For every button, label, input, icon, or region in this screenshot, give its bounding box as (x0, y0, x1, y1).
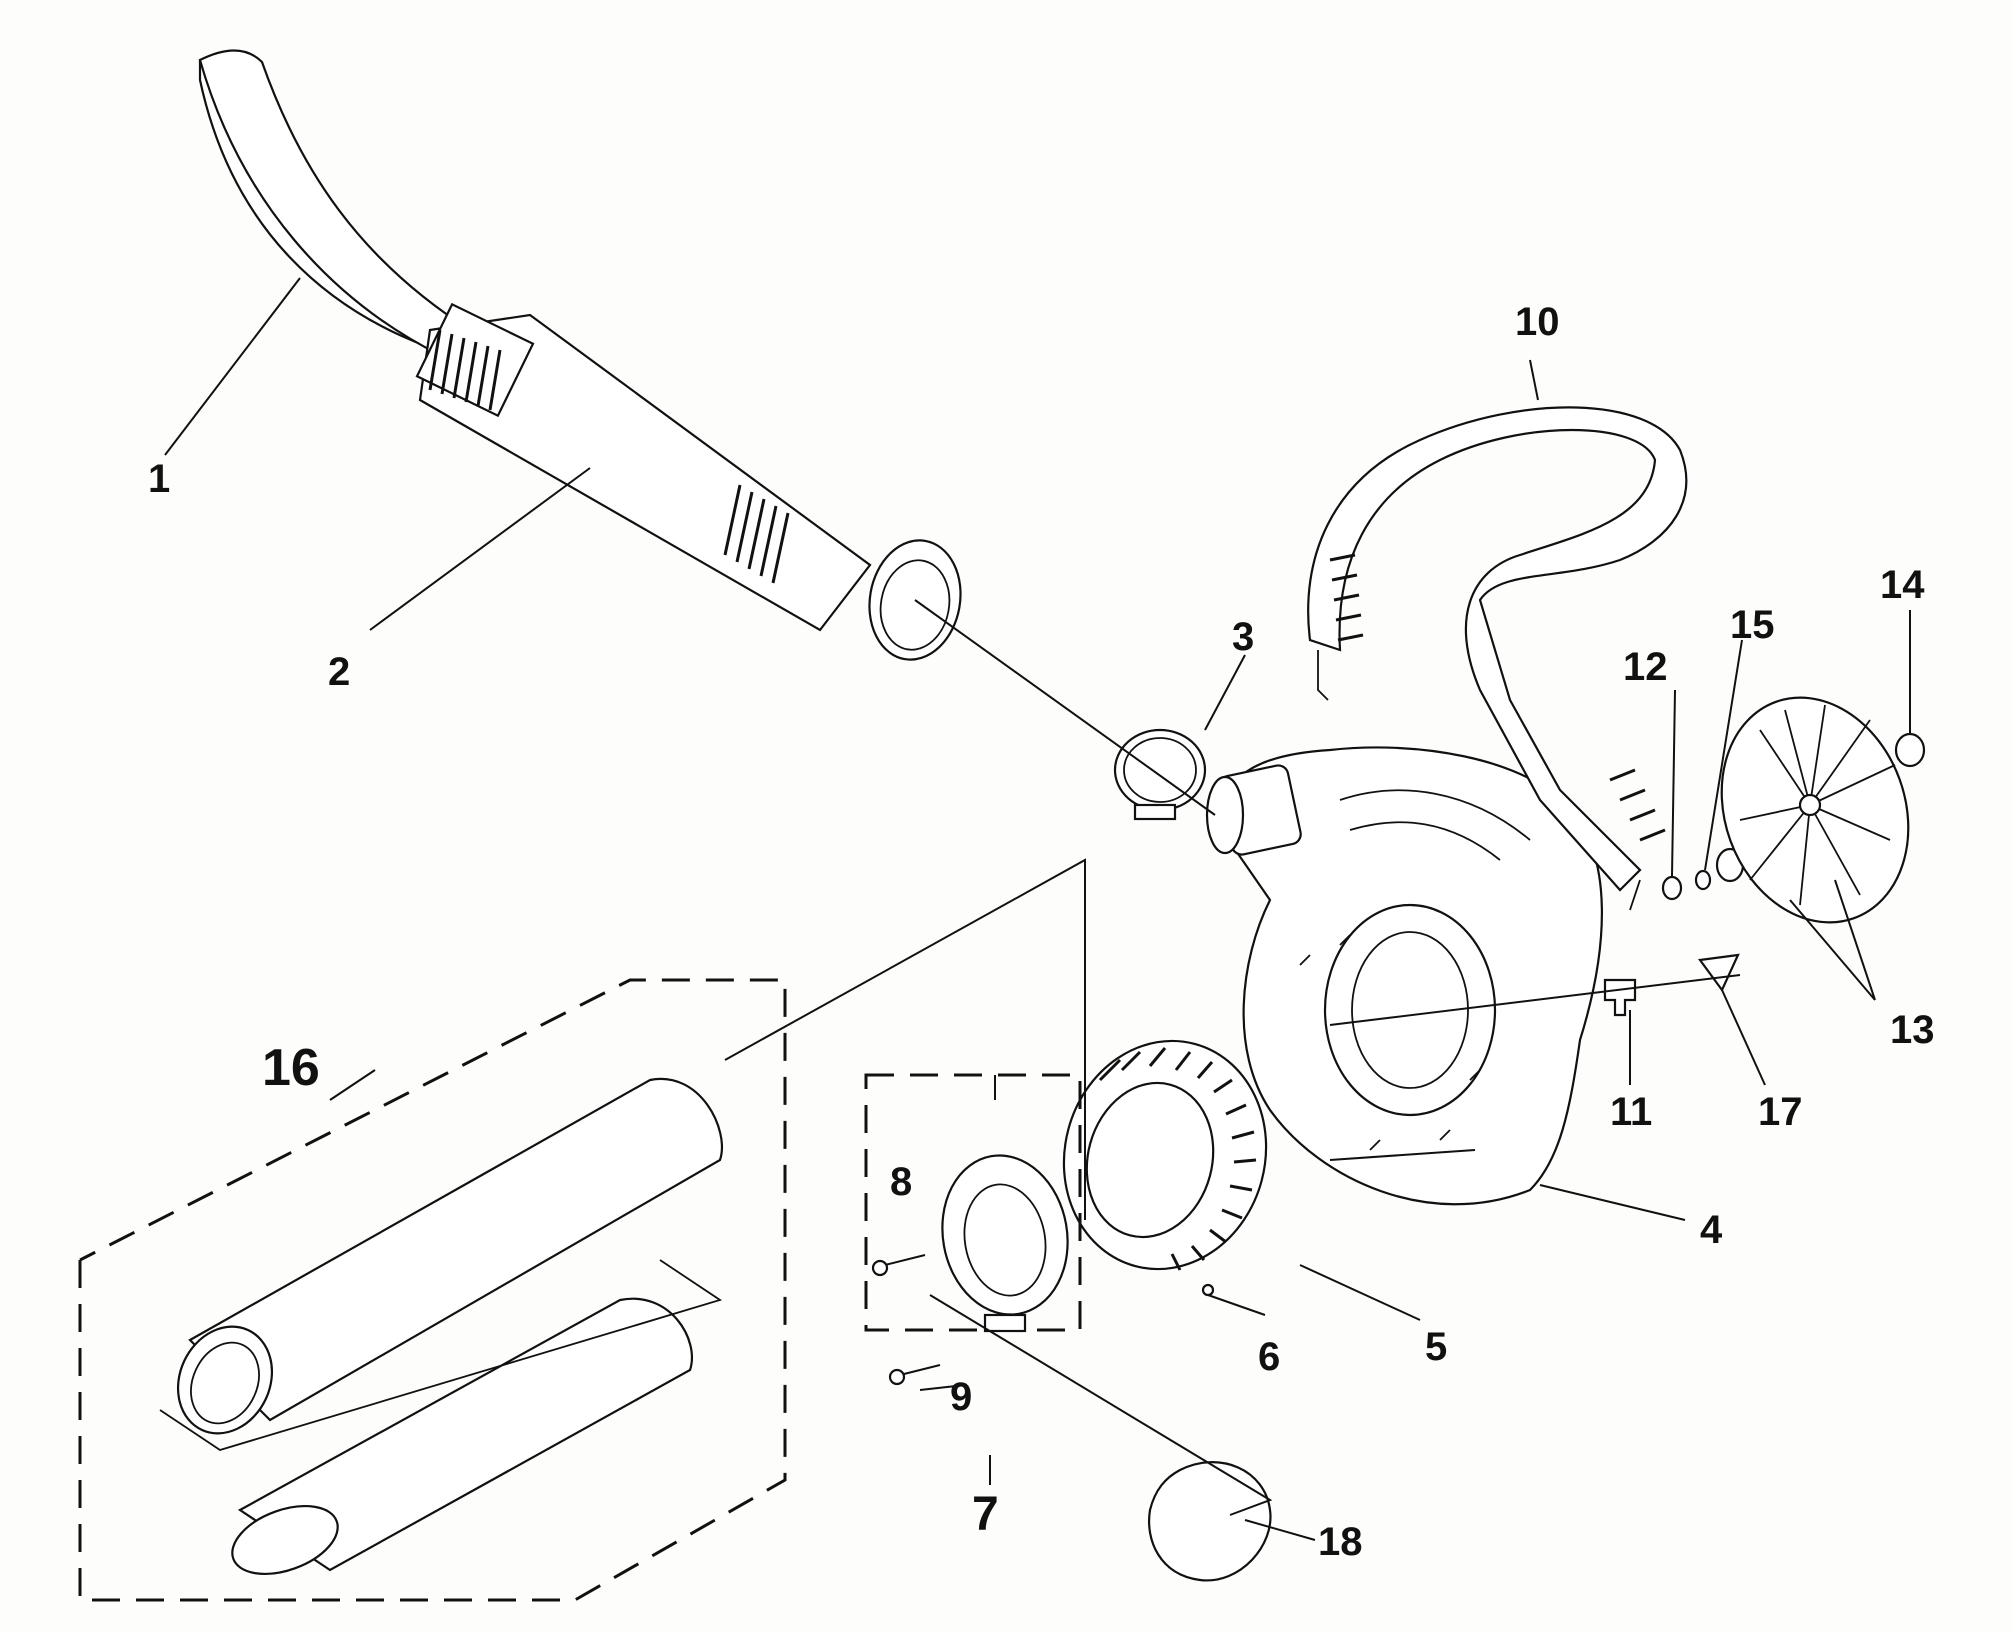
callout-14: 14 (1880, 563, 1925, 607)
part-7-kit-outline (864, 1073, 1082, 1332)
part-7-retainer-ring (941, 1154, 1069, 1333)
part-6-screw (1201, 1283, 1215, 1297)
callout-5: 5 (1425, 1325, 1447, 1369)
callout-16: 16 (262, 1039, 320, 1097)
callout-1: 1 (148, 457, 170, 501)
part-16-sheet-a (159, 1259, 723, 1451)
callout-2: 2 (328, 650, 350, 694)
part-16-tube-b (231, 1297, 693, 1575)
part-15-washer (1694, 869, 1712, 891)
leader-lines (164, 277, 1911, 1541)
part-16-tube-a (176, 1077, 723, 1435)
callout-13: 13 (1890, 1008, 1935, 1052)
part-1-upper-tube (198, 49, 474, 363)
part-2-lower-tube (415, 302, 962, 661)
callout-4: 4 (1700, 1208, 1723, 1252)
part-9-screw (888, 1364, 941, 1386)
part-16-kit-outline (78, 978, 787, 1602)
callout-10: 10 (1515, 300, 1560, 344)
callout-9: 9 (950, 1375, 972, 1419)
callout-15: 15 (1730, 603, 1775, 647)
callout-12: 12 (1623, 645, 1668, 689)
callout-8: 8 (890, 1160, 912, 1204)
callout-11: 11 (1610, 1090, 1652, 1134)
part-8-screw (871, 1254, 926, 1277)
part-3-clamp (1113, 728, 1207, 821)
callout-18: 18 (1318, 1520, 1363, 1564)
part-14-washer (1894, 732, 1926, 768)
part-18-cap (1148, 1461, 1272, 1582)
part-10-strap (1307, 406, 1688, 911)
callout-3: 3 (1232, 615, 1254, 659)
part-11-clip (1603, 978, 1637, 1017)
part-5-intake-screen (1062, 1039, 1268, 1271)
callout-7: 7 (972, 1488, 999, 1541)
callout-17: 17 (1758, 1090, 1803, 1134)
callout-6: 6 (1258, 1335, 1280, 1379)
part-17-symbol (1698, 953, 1740, 993)
part-4-blower-housing (1205, 746, 1603, 1206)
part-12-nut (1661, 875, 1683, 901)
part-13-impeller (1720, 696, 1910, 924)
